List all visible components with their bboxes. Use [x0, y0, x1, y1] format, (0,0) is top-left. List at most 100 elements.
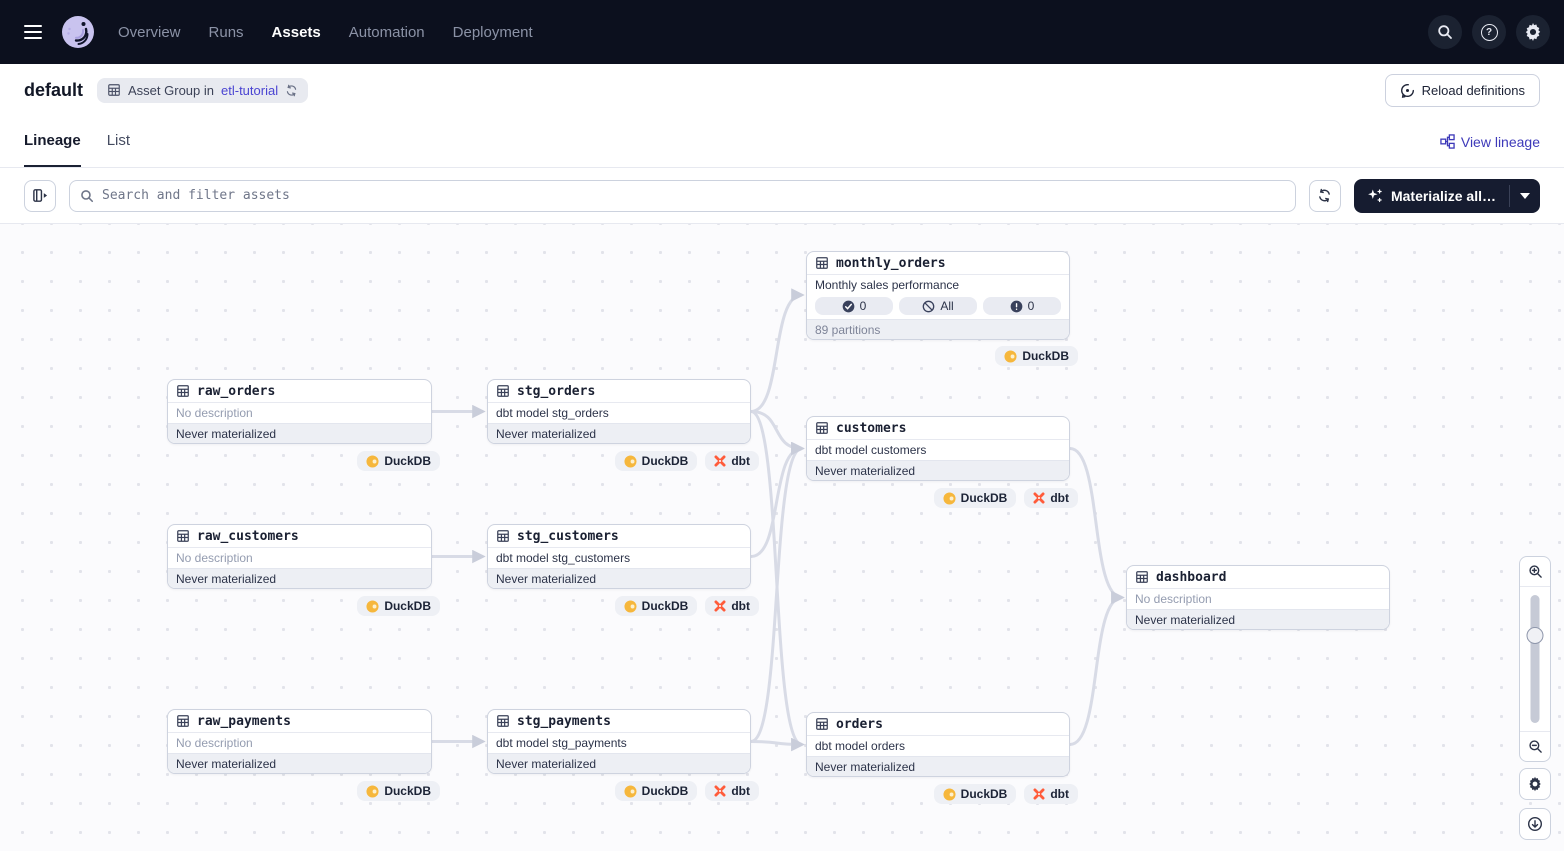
duckdb-icon: [366, 784, 379, 798]
kind-tag-duckdb[interactable]: DuckDB: [357, 596, 440, 616]
nav-item-overview[interactable]: Overview: [118, 23, 181, 41]
asset-status: Never materialized: [807, 460, 1069, 480]
kind-tag-duckdb[interactable]: DuckDB: [357, 781, 440, 801]
arrow-down-circle-icon: [1527, 816, 1543, 832]
recenter-view-button[interactable]: [1519, 808, 1551, 840]
asset-status: Never materialized: [168, 753, 431, 773]
asset-name: stg_customers: [517, 528, 619, 544]
kind-tag-dbt[interactable]: dbt: [705, 451, 759, 471]
zoom-slider[interactable]: [1520, 587, 1550, 731]
asset-name: stg_payments: [517, 713, 611, 729]
search-input[interactable]: [102, 188, 1285, 203]
kind-tag-duckdb[interactable]: DuckDB: [933, 488, 1017, 508]
asset-status: 89 partitions: [807, 319, 1069, 339]
reload-icon: [1400, 83, 1414, 98]
nav-item-automation[interactable]: Automation: [348, 23, 425, 41]
zoom-controls: [1519, 556, 1551, 762]
zoom-in-button[interactable]: [1520, 557, 1550, 587]
asset-table-icon: [497, 715, 509, 727]
page-title: default: [24, 79, 84, 100]
duckdb-icon: [943, 491, 956, 505]
kind-tag-duckdb[interactable]: DuckDB: [614, 781, 698, 801]
lineage-edge-stg_orders-to-monthly_orders: [750, 288, 805, 413]
asset-description: dbt model orders: [815, 739, 906, 753]
partition-status-pill: All: [899, 297, 977, 315]
asset-name: raw_payments: [197, 713, 291, 729]
slash-circle-icon: [922, 300, 935, 312]
asset-status: Never materialized: [168, 568, 431, 588]
nav-item-deployment[interactable]: Deployment: [452, 23, 533, 41]
asset-description: dbt model stg_customers: [496, 551, 631, 565]
kind-tag-dbt[interactable]: dbt: [1024, 488, 1078, 508]
duckdb-icon: [943, 787, 956, 801]
materialize-all-button-group: Materialize all…: [1353, 178, 1540, 213]
duckdb-icon: [624, 599, 637, 613]
settings-gear-icon[interactable]: [1516, 15, 1550, 49]
tab-lineage[interactable]: Lineage: [24, 116, 81, 167]
lineage-toolbar: Materialize all…: [0, 168, 1564, 224]
asset-table-icon: [177, 530, 189, 542]
asset-table-icon: [816, 718, 828, 730]
kind-tag-duckdb[interactable]: DuckDB: [614, 596, 698, 616]
asset-kind-tags: DuckDB dbt: [487, 451, 759, 471]
kind-tag-duckdb[interactable]: DuckDB: [933, 784, 1017, 804]
materialize-dropdown-caret[interactable]: [1510, 179, 1540, 213]
view-lineage-link[interactable]: View lineage: [1440, 134, 1540, 150]
kind-tag-dbt[interactable]: dbt: [705, 596, 759, 616]
asset-group-icon: [108, 84, 120, 96]
kind-tag-dbt[interactable]: dbt: [705, 781, 759, 801]
graph-settings-button[interactable]: [1519, 768, 1551, 800]
asset-status: Never materialized: [1127, 609, 1389, 629]
nav-item-assets[interactable]: Assets: [271, 23, 321, 41]
duckdb-icon: [1004, 349, 1017, 363]
kind-tag-duckdb[interactable]: DuckDB: [614, 451, 698, 471]
zoom-slider-thumb[interactable]: [1526, 627, 1544, 644]
asset-name: monthly_orders: [836, 255, 946, 271]
sparkle-icon: [1368, 188, 1382, 202]
kind-tag-duckdb[interactable]: DuckDB: [995, 346, 1078, 366]
refresh-assets-button[interactable]: [1308, 179, 1341, 212]
kind-tag-duckdb[interactable]: DuckDB: [357, 451, 440, 471]
top-nav: Overview Runs Assets Automation Deployment ?: [0, 0, 1564, 64]
nav-item-runs[interactable]: Runs: [208, 23, 244, 41]
lineage-edge-stg_payments-to-orders: [750, 737, 805, 752]
dbt-icon: [714, 600, 726, 612]
hamburger-menu-icon[interactable]: [14, 13, 52, 51]
dagster-logo[interactable]: [60, 14, 96, 50]
help-icon[interactable]: ?: [1472, 15, 1506, 49]
asset-status: Never materialized: [488, 423, 750, 443]
asset-node-header: raw_payments: [168, 710, 431, 733]
asset-name: orders: [836, 716, 883, 732]
asset-status: Never materialized: [168, 423, 431, 443]
asset-node-header: raw_customers: [168, 525, 431, 548]
search-icon[interactable]: [1428, 15, 1462, 49]
tab-list[interactable]: List: [106, 132, 131, 149]
reload-definitions-button[interactable]: Reload definitions: [1384, 73, 1540, 107]
badge-label: Asset Group in: [128, 82, 215, 98]
asset-description: No description: [176, 736, 253, 750]
toggle-sidebar-panel-button[interactable]: [24, 179, 56, 212]
code-location-link[interactable]: etl-tutorial: [221, 82, 279, 98]
materialize-all-button[interactable]: Materialize all…: [1354, 179, 1509, 213]
asset-node-header: customers: [807, 417, 1069, 440]
asset-kind-tags: DuckDB dbt: [487, 596, 759, 616]
zoom-out-button[interactable]: [1520, 731, 1550, 761]
kind-tag-dbt[interactable]: dbt: [1024, 784, 1078, 804]
panel-expand-icon: [32, 189, 47, 202]
asset-table-icon: [816, 257, 828, 269]
asset-kind-tags: DuckDB dbt: [806, 488, 1078, 508]
asset-table-icon: [497, 385, 509, 397]
asset-description: dbt model stg_payments: [496, 736, 627, 750]
